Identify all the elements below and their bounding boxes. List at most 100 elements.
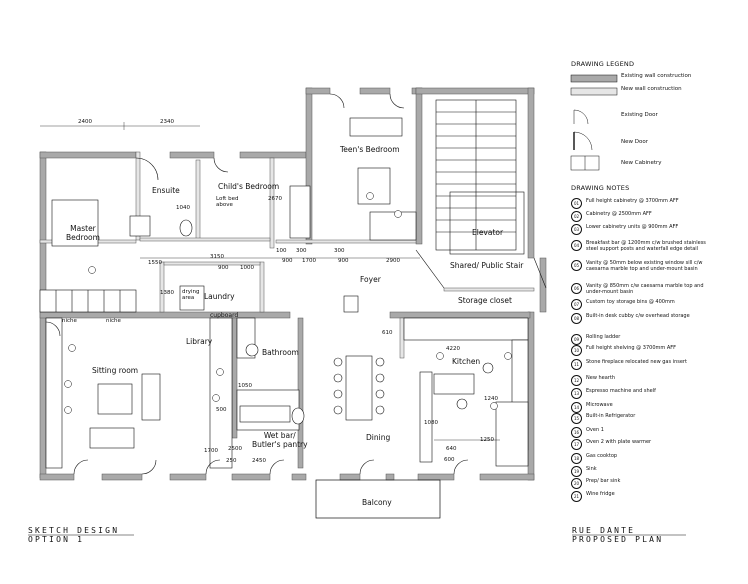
room-shared-stair: Shared/ Public Stair [450, 261, 524, 270]
legend-item-existing-wall: Existing wall construction [571, 72, 741, 88]
existing-walls [39, 87, 547, 481]
note-text: Cabinetry @ 2500mm AFF [586, 211, 652, 217]
note-number: 14 [571, 402, 582, 413]
note-number: 04 [571, 240, 582, 251]
room-bathroom: Bathroom [262, 348, 299, 357]
dim-300a: 300 [296, 248, 307, 254]
room-loft-bed: Loft bed above [216, 196, 239, 208]
dim-2340: 2340 [160, 119, 174, 125]
note-number: 09 [571, 334, 582, 345]
note-text: Rolling ladder [586, 334, 621, 340]
legend-item-new-door: New Door [571, 138, 741, 154]
note-text: Oven 1 [586, 427, 604, 433]
stair [435, 99, 525, 255]
dim-610: 610 [382, 330, 393, 336]
note-number: 06 [571, 283, 582, 294]
note-text: Espresso machine and shelf [586, 388, 656, 394]
dim-1240: 1240 [484, 396, 498, 402]
note-number: 05 [571, 260, 582, 271]
room-niche-right: niche [106, 318, 121, 324]
note-number: 01 [571, 198, 582, 209]
room-niche-left: niche [62, 318, 77, 324]
legend-item-existing-door: Existing Door [571, 111, 741, 127]
room-storage-closet: Storage closet [458, 296, 512, 305]
footer-right-line2: PROPOSED PLAN [572, 535, 664, 544]
room-drying-area: drying area [182, 289, 200, 301]
room-kitchen: Kitchen [452, 357, 481, 366]
note-text: Stone fireplace relocated new gas insert [586, 359, 687, 365]
room-master-bedroom: Master Bedroom [66, 224, 100, 242]
dim-2900: 2900 [386, 258, 400, 264]
plan-note-markers [64, 192, 512, 414]
dim-250: 250 [226, 458, 237, 464]
room-library: Library [186, 337, 213, 346]
dim-1080: 1080 [424, 420, 438, 426]
notes-title: DRAWING NOTES [571, 184, 630, 192]
note-number: 21 [571, 491, 582, 502]
dim-1000: 1000 [240, 265, 254, 271]
dim-1550: 1550 [148, 260, 162, 266]
furniture [89, 167, 494, 449]
legend-item-new-wall: New wall construction [571, 85, 741, 101]
dim-1700: 1700 [302, 258, 316, 264]
note-number: 18 [571, 453, 582, 464]
dim-900b: 900 [282, 258, 293, 264]
dim-2500: 2500 [228, 446, 242, 452]
room-dining: Dining [366, 433, 391, 442]
dim-1050: 1050 [238, 383, 252, 389]
legend-label: New wall construction [621, 86, 682, 92]
note-number: 07 [571, 299, 582, 310]
note-number: 08 [571, 313, 582, 324]
doors [45, 93, 547, 475]
note-text: New hearth [586, 375, 615, 381]
dim-4220: 4220 [446, 346, 460, 352]
dim-500: 500 [216, 407, 227, 413]
dim-100: 100 [276, 248, 287, 254]
note-number: 20 [571, 478, 582, 489]
note-text: Prep/ bar sink [586, 478, 621, 484]
note-number: 15 [571, 413, 582, 424]
note-text: Sink [586, 466, 597, 472]
room-childs-bedroom: Child's Bedroom [218, 182, 280, 191]
note-text: Oven 2 with plate warmer [586, 439, 652, 445]
note-text: Custom toy storage bins @ 400mm [586, 299, 675, 305]
note-text: Built-in desk cubby c/w overhead storage [586, 313, 690, 319]
dim-640: 640 [446, 446, 457, 452]
note-number: 16 [571, 427, 582, 438]
legend-label: New Cabinetry [621, 160, 662, 166]
footer-left-line1: SKETCH DESIGN [28, 526, 120, 535]
legend-label: Existing wall construction [621, 73, 692, 79]
dim-900c: 900 [338, 258, 349, 264]
dim-2400: 2400 [78, 119, 92, 125]
note-text: Full height shelving @ 3700mm AFF [586, 345, 677, 351]
note-number: 13 [571, 388, 582, 399]
note-number: 19 [571, 466, 582, 477]
dim-2450: 2450 [252, 458, 266, 464]
note-text: Built-in Refrigerator [586, 413, 636, 419]
room-teens-bedroom: Teen's Bedroom [340, 145, 400, 154]
legend-title: DRAWING LEGEND [571, 60, 635, 68]
legend-label: Existing Door [621, 112, 658, 118]
note-number: 17 [571, 439, 582, 450]
room-laundry: Laundry [204, 292, 235, 301]
room-balcony: Balcony [362, 498, 392, 507]
dim-1040: 1040 [176, 205, 190, 211]
balcony-outline [315, 479, 441, 519]
dim-900a: 900 [218, 265, 229, 271]
note-text: Vanity @ 850mm c/w caesarna marble top a… [586, 283, 704, 295]
dimension-lines [40, 122, 500, 441]
dim-2670: 2670 [268, 196, 282, 202]
room-wet-bar: Wet bar/ Butler's pantry [252, 431, 308, 449]
legend-label: New Door [621, 139, 648, 145]
note-text: Vanity @ 50mm below existing window sill… [586, 260, 703, 272]
footer-left-line2: OPTION 1 [28, 535, 85, 544]
legend-symbols [570, 74, 618, 171]
dim-3150: 3150 [210, 254, 224, 260]
room-sitting-room: Sitting room [92, 366, 139, 375]
footer-right-line1: RUE DANTE [572, 526, 636, 535]
dim-1380: 1380 [160, 290, 174, 296]
note-text: Wine fridge [586, 491, 615, 497]
note-text: Microwave [586, 402, 613, 408]
dim-600: 600 [444, 457, 455, 463]
